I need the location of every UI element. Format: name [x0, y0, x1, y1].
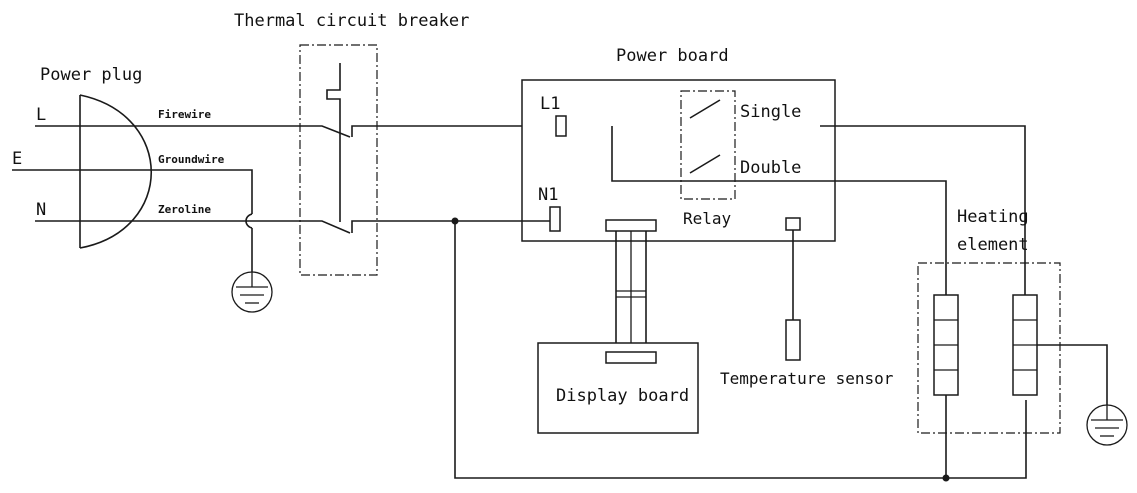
thermal-breaker-label: Thermal circuit breaker — [234, 11, 469, 31]
display-board — [537, 342, 699, 434]
firewire-line — [35, 125, 351, 138]
heating-label-1: Heating — [957, 207, 1029, 227]
temperature-sensor-label: Temperature sensor — [720, 369, 894, 388]
zeroline-label: Zeroline — [158, 203, 211, 216]
temperature-sensor — [785, 230, 801, 361]
neutral-return — [451, 217, 1027, 482]
terminal-n1-label: N1 — [538, 185, 558, 205]
power-board-label: Power board — [616, 46, 729, 66]
single-feed — [820, 125, 1026, 295]
input-lines — [12, 125, 351, 272]
ribbon-cable — [615, 231, 647, 352]
double-label: Double — [740, 158, 801, 178]
ground-symbol-heater — [1086, 404, 1128, 446]
ground-symbol — [231, 271, 273, 313]
sensor-connector — [785, 217, 801, 231]
terminal-n1 — [549, 206, 561, 232]
terminal-l1-label: L1 — [540, 94, 560, 114]
power-plug — [79, 94, 153, 249]
terminal-l1 — [555, 115, 567, 137]
groundwire-label: Groundwire — [158, 153, 225, 166]
zeroline-line — [35, 220, 351, 234]
display-board-label: Display board — [556, 386, 689, 406]
line-n-label: N — [36, 200, 46, 220]
heating-element — [917, 262, 1108, 434]
power-board — [521, 79, 947, 295]
line-e-label: E — [12, 149, 22, 169]
firewire-label: Firewire — [158, 108, 211, 121]
line-l-label: L — [36, 105, 46, 125]
single-label: Single — [740, 102, 801, 122]
relay — [680, 90, 736, 200]
heating-label-2: element — [957, 235, 1029, 255]
heating-coil-1 — [933, 294, 959, 396]
power-plug-label: Power plug — [40, 65, 142, 85]
heating-coil-2 — [1012, 294, 1038, 396]
relay-label: Relay — [683, 209, 732, 228]
groundwire-line — [12, 169, 253, 214]
